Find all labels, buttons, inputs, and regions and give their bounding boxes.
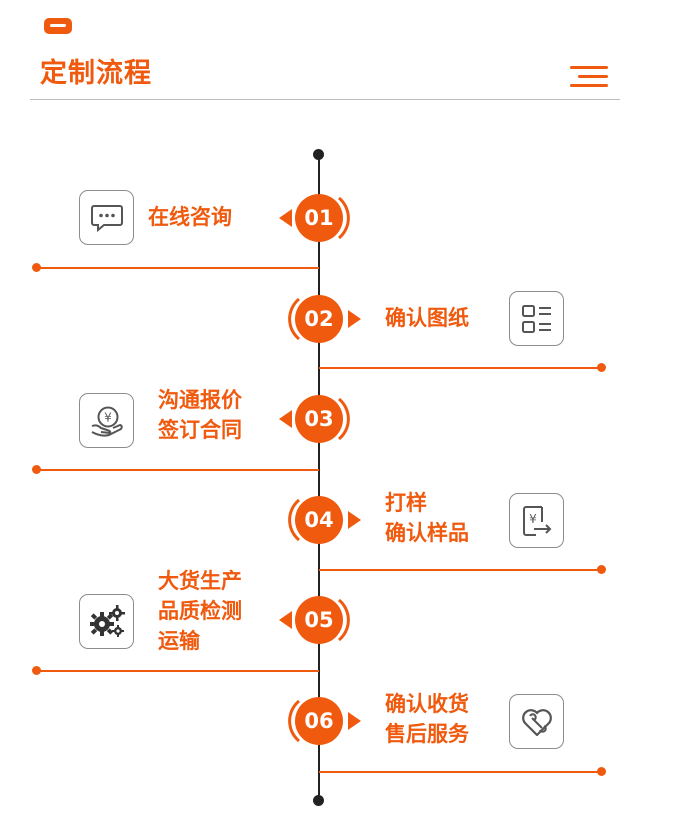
- yuan-hand-icon[interactable]: ¥: [79, 393, 134, 448]
- step-03-arc-icon: [337, 397, 350, 441]
- step-01-arrow: [279, 209, 292, 227]
- step-05-arc-icon: [337, 598, 350, 642]
- step-01-number: 01: [295, 194, 343, 242]
- step-06-connector: [319, 771, 602, 773]
- step-06-arrow: [348, 712, 361, 730]
- step-01-arc-icon: [337, 196, 350, 240]
- step-04-arrow: [348, 511, 361, 529]
- svg-text:¥: ¥: [529, 512, 537, 526]
- step-05-number: 05: [295, 596, 343, 644]
- step-05-label: 大货生产 品质检测 运输: [158, 569, 242, 653]
- step-04-number: 04: [295, 496, 343, 544]
- timeline-top-dot: [313, 149, 324, 160]
- step-05-connector-dot: [32, 666, 41, 675]
- step-04-connector: [319, 569, 602, 571]
- step-06-number: 06: [295, 697, 343, 745]
- layout-list-icon[interactable]: [509, 291, 564, 346]
- menu-icon[interactable]: [570, 66, 608, 88]
- step-02-label: 确认图纸: [385, 306, 469, 330]
- step-04-connector-dot: [597, 565, 606, 574]
- step-06-connector-dot: [597, 767, 606, 776]
- timeline-spine: [318, 154, 320, 800]
- step-03-connector: [36, 469, 319, 471]
- step-04-arc-icon: [288, 498, 301, 542]
- step-02-number: 02: [295, 295, 343, 343]
- chat-icon[interactable]: [79, 190, 134, 245]
- step-03-number: 03: [295, 395, 343, 443]
- step-05-arrow: [279, 611, 292, 629]
- step-01-label: 在线咨询: [148, 205, 232, 229]
- step-04-label: 打样 确认样品: [385, 491, 469, 545]
- timeline-bottom-dot: [313, 795, 324, 806]
- yuan-document-icon[interactable]: ¥: [509, 493, 564, 548]
- step-01-connector-dot: [32, 263, 41, 272]
- step-05-connector: [36, 670, 319, 672]
- step-02-connector-dot: [597, 363, 606, 372]
- step-06-arc-icon: [288, 699, 301, 743]
- step-03-connector-dot: [32, 465, 41, 474]
- heart-wrench-icon[interactable]: [509, 694, 564, 749]
- step-06-label: 确认收货 售后服务: [385, 692, 469, 746]
- header-badge: [44, 18, 72, 34]
- step-01-connector: [36, 267, 319, 269]
- step-02-arrow: [348, 310, 361, 328]
- header-divider: [30, 99, 620, 100]
- step-03-arrow: [279, 410, 292, 428]
- step-03-label: 沟通报价 签订合同: [158, 388, 242, 442]
- svg-text:¥: ¥: [104, 410, 112, 424]
- step-02-arc-icon: [288, 297, 301, 341]
- gears-icon[interactable]: [79, 594, 134, 649]
- step-02-connector: [319, 367, 602, 369]
- page-title: 定制流程: [40, 58, 152, 89]
